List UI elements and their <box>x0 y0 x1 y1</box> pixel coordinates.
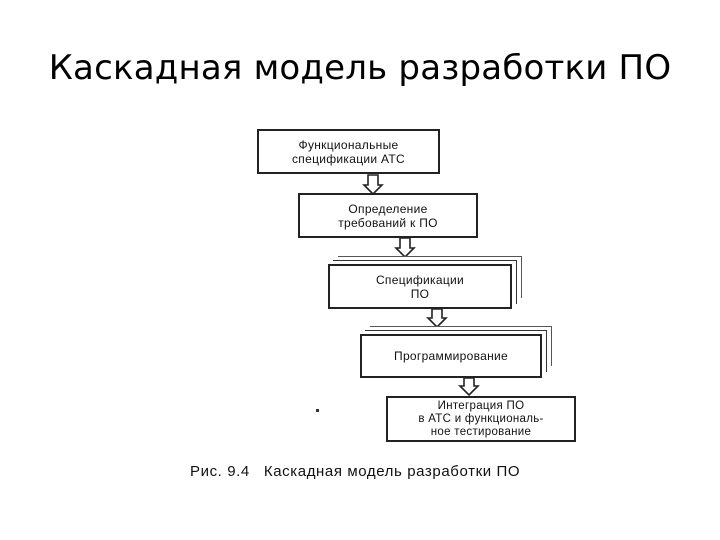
arrow-3 <box>426 308 448 329</box>
stage-label-line: спецификации АТС <box>292 151 405 166</box>
arrow-2 <box>394 237 416 259</box>
stage-label-line: Программирование <box>394 349 508 363</box>
stage-box-programming: Программирование <box>360 334 542 378</box>
slide-title: Каскадная модель разработки ПО <box>48 48 672 88</box>
stage-label-line: Спецификации <box>375 272 465 287</box>
stage-label-line: в АТС и функциональ- <box>418 412 544 425</box>
figure-caption: Рис. 9.4 Каскадная модель разработки ПО <box>190 463 520 480</box>
figure-number: Рис. 9.4 <box>190 463 250 480</box>
stage-box-integration: Интеграция ПО в АТС и функциональ- ное т… <box>386 396 576 442</box>
stage-label-line: ное тестирование <box>430 425 532 438</box>
stage-label-line: требований к ПО <box>338 215 438 230</box>
stage-label-line: Интеграция ПО <box>437 399 525 412</box>
arrow-1 <box>362 174 384 196</box>
stage-label-line: ПО <box>410 286 430 301</box>
stage-label-line: Определение <box>348 201 428 216</box>
stage-box-functional-specs: Функциональные спецификации АТС <box>257 129 440 174</box>
figure-caption-text: Каскадная модель разработки ПО <box>263 463 521 480</box>
stage-box-requirements: Определение требований к ПО <box>298 193 478 238</box>
scan-speck <box>316 409 319 412</box>
arrow-4 <box>458 377 480 397</box>
stage-label-line: Функциональные <box>298 137 399 152</box>
stage-box-software-specs: Спецификации ПО <box>328 264 512 309</box>
